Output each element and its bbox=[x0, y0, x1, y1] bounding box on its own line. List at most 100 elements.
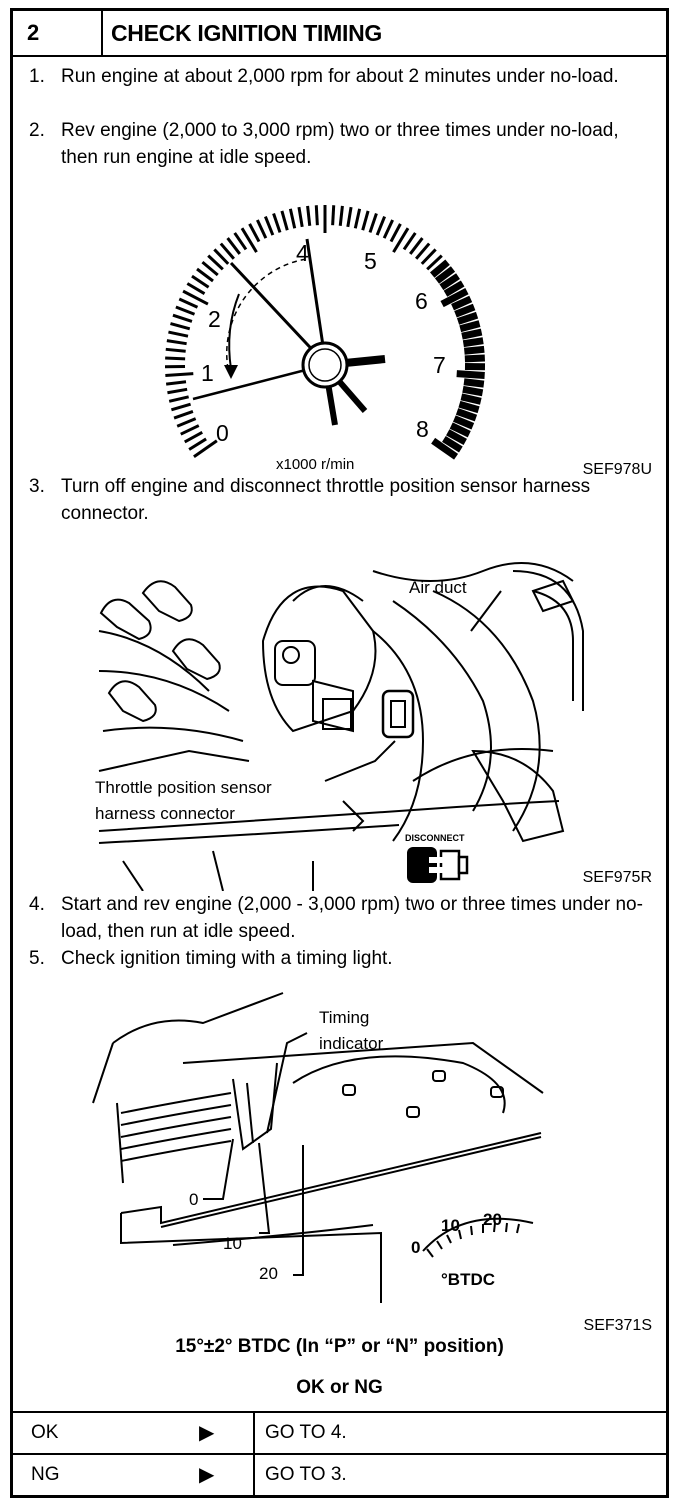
result-row-ok[interactable]: OK ▶ GO TO 4. bbox=[13, 1411, 666, 1453]
tach-tick bbox=[460, 393, 482, 405]
tach-tick bbox=[375, 215, 387, 236]
result-action[interactable]: GO TO 3. bbox=[253, 1455, 665, 1495]
tach-tick bbox=[219, 242, 235, 260]
tach-tick bbox=[454, 303, 476, 318]
btdc-scale-10: 10 bbox=[441, 1216, 460, 1235]
tach-tick bbox=[178, 297, 199, 309]
instruction-2: 2. Rev engine (2,000 to 3,000 rpm) two o… bbox=[29, 117, 649, 171]
timing-mark-20: 20 bbox=[259, 1264, 278, 1283]
tach-tick bbox=[439, 273, 460, 291]
timing-figure: Timing indicator 0 10 20 0 10 20 °BTDC S… bbox=[13, 983, 666, 1334]
tach-tick bbox=[314, 205, 319, 226]
tach-tick bbox=[240, 227, 258, 253]
tach-tick bbox=[280, 210, 289, 231]
tach-tick bbox=[182, 289, 209, 306]
step-title: CHECK IGNITION TIMING bbox=[111, 20, 382, 46]
tach-tick bbox=[165, 356, 186, 361]
engine-illustration: Air duct Throttle position sensor harnes… bbox=[95, 562, 584, 892]
tach-tick bbox=[248, 223, 261, 243]
air-duct-label: Air duct bbox=[409, 578, 467, 597]
tach-label-1: 1 bbox=[201, 360, 214, 386]
tach-tick bbox=[443, 280, 465, 297]
figure-code: SEF975R bbox=[582, 869, 652, 886]
arrow-right-icon: ▶ bbox=[199, 1422, 215, 1444]
tach-tick bbox=[256, 219, 268, 239]
tach-tick bbox=[168, 395, 189, 403]
result-action[interactable]: GO TO 4. bbox=[253, 1413, 665, 1453]
tach-label-0: 0 bbox=[216, 420, 229, 446]
instruction-5: 5. Check ignition timing with a timing l… bbox=[29, 945, 649, 972]
tach-tick bbox=[361, 210, 370, 231]
timing-indicator-line2: indicator bbox=[319, 1034, 384, 1053]
tach-tick bbox=[459, 320, 481, 333]
tach-tick bbox=[233, 232, 248, 251]
timing-mark-10: 10 bbox=[223, 1234, 242, 1253]
tach-tick bbox=[462, 385, 484, 397]
arrow-right-icon: ▶ bbox=[199, 1464, 215, 1486]
tach-tick bbox=[193, 439, 218, 459]
tach-tick bbox=[297, 206, 304, 228]
disconnect-label: DISCONNECT bbox=[405, 833, 465, 843]
instruction-text: Check ignition timing with a timing ligh… bbox=[61, 948, 393, 969]
tach-tick bbox=[346, 206, 353, 228]
tach-tick bbox=[338, 205, 344, 226]
tach-tick bbox=[440, 288, 469, 308]
tach-tick bbox=[458, 400, 480, 414]
tach-label-5: 5 bbox=[364, 248, 377, 274]
tach-tick bbox=[184, 431, 203, 444]
instruction-number: 1. bbox=[29, 66, 45, 87]
tach-tick bbox=[446, 429, 467, 446]
tach-tick bbox=[196, 267, 214, 283]
tach-tick bbox=[442, 435, 463, 453]
tach-tick bbox=[165, 372, 194, 377]
tach-tick bbox=[172, 313, 193, 323]
disconnect-icon bbox=[407, 847, 469, 883]
tach-tick bbox=[456, 370, 485, 379]
tach-tick bbox=[306, 205, 312, 226]
instruction-4: 4. Start and rev engine (2,000 - 3,000 r… bbox=[29, 891, 649, 945]
result-key: NG bbox=[31, 1464, 60, 1485]
tach-tick bbox=[449, 422, 471, 438]
tach-label-2: 2 bbox=[208, 306, 221, 332]
tach-tick bbox=[180, 424, 200, 436]
tach-tick bbox=[420, 248, 437, 265]
tach-tick bbox=[186, 282, 206, 295]
tach-unit-label: x1000 r/min bbox=[276, 456, 354, 473]
tach-tick bbox=[201, 261, 219, 277]
tach-tick bbox=[175, 305, 196, 316]
tach-tick bbox=[165, 380, 187, 386]
tach-tick bbox=[415, 242, 431, 260]
timing-mark-0: 0 bbox=[189, 1190, 198, 1209]
btdc-scale-20: 20 bbox=[483, 1210, 502, 1229]
result-key: OK bbox=[31, 1422, 59, 1443]
tach-tick bbox=[451, 295, 473, 311]
tach-tick bbox=[226, 237, 241, 255]
tach-tick bbox=[463, 345, 485, 355]
tach-tick bbox=[168, 330, 189, 338]
tach-tick bbox=[331, 205, 336, 226]
instruction-1: 1. Run engine at about 2,000 rpm for abo… bbox=[29, 63, 649, 90]
timing-illustration: Timing indicator 0 10 20 0 10 20 °BTDC bbox=[92, 992, 544, 1303]
tach-tick bbox=[464, 354, 486, 363]
tach-tick bbox=[434, 266, 456, 284]
tach-label-6: 6 bbox=[415, 288, 428, 314]
tach-tick bbox=[165, 347, 186, 353]
result-row-ng[interactable]: NG ▶ GO TO 3. bbox=[13, 1453, 666, 1495]
tach-tick bbox=[453, 415, 475, 430]
tach-tick bbox=[173, 410, 194, 420]
instruction-number: 5. bbox=[29, 948, 45, 969]
step-number: 2 bbox=[13, 11, 103, 55]
tach-label-8: 8 bbox=[416, 416, 429, 442]
instruction-number: 3. bbox=[29, 476, 45, 497]
instruction-number: 4. bbox=[29, 894, 45, 915]
instruction-text: Start and rev engine (2,000 - 3,000 rpm)… bbox=[61, 894, 643, 942]
tach-tick bbox=[353, 208, 362, 229]
tps-connector-figure: Air duct Throttle position sensor harnes… bbox=[13, 531, 666, 892]
tachometer-figure: 0 1 2 4 5 6 7 8 x1000 r/min SEF bbox=[13, 179, 666, 479]
tach-tick bbox=[409, 237, 424, 255]
tps-label-line1: Throttle position sensor bbox=[95, 778, 272, 797]
instruction-number: 2. bbox=[29, 120, 45, 141]
procedure-page: 2 CHECK IGNITION TIMING 1. Run engine at… bbox=[10, 8, 669, 1498]
timing-spec: 15°±2° BTDC (In “P” or “N” position) bbox=[175, 1336, 504, 1357]
tach-tick bbox=[463, 378, 485, 388]
